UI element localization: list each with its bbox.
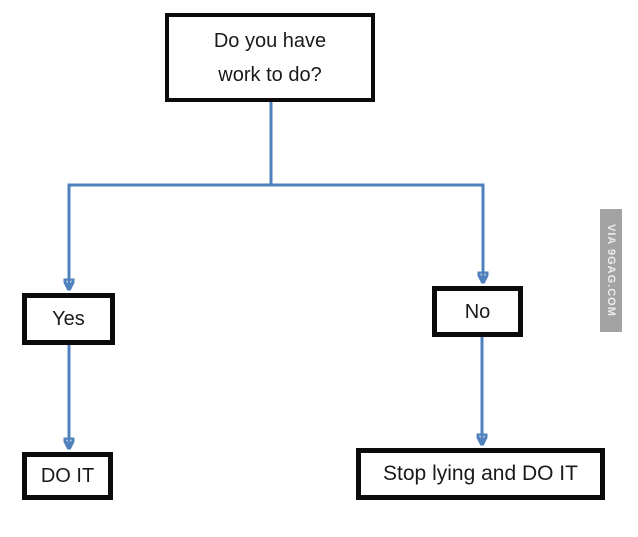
node-question-line1: Do you have <box>213 29 327 52</box>
node-yes-label: Yes <box>52 308 85 330</box>
connector-question-to-yes <box>69 183 273 289</box>
node-no: No <box>432 286 523 337</box>
watermark-text: VIA 9GAG.COM <box>605 224 617 317</box>
node-no-label: No <box>464 300 491 323</box>
node-question: Do you have work to do? <box>165 13 375 102</box>
node-stop-lying-label: Stop lying and DO IT <box>383 462 578 486</box>
node-stop-lying: Stop lying and DO IT <box>356 448 605 500</box>
node-question-line2: work to do? <box>218 63 322 86</box>
node-yes: Yes <box>22 293 115 345</box>
watermark-bar: VIA 9GAG.COM <box>600 209 622 332</box>
connector-question-to-no <box>269 183 484 282</box>
node-do-it-label: DO IT <box>40 465 95 487</box>
node-do-it: DO IT <box>22 452 113 500</box>
